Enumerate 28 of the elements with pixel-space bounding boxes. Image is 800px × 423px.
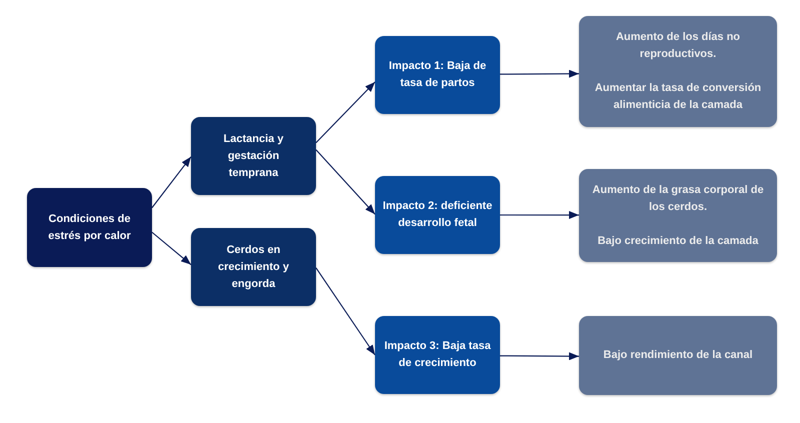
- process-box: [27, 188, 152, 267]
- arrow: [500, 70, 579, 78]
- box-text: Impacto 2: deficiente desarrollo fetal: [382, 199, 494, 231]
- box-text: Bajo crecimiento de la camada: [598, 234, 758, 248]
- box-text: Aumento de los días no reproductivos.: [614, 30, 742, 62]
- arrow: [500, 352, 579, 360]
- box-text: Cerdos en crecimiento y engorda: [217, 242, 290, 292]
- arrow: [152, 232, 192, 266]
- box-text: Impacto 3: Baja tasa de crecimiento: [383, 339, 492, 371]
- box-text: Aumento de la grasa corporal de los cerdos.: [591, 182, 765, 214]
- process-box: [579, 16, 777, 127]
- arrow: [316, 149, 376, 215]
- process-box: [375, 36, 500, 114]
- process-box: [579, 316, 777, 395]
- process-box: [375, 176, 500, 254]
- process-box: [579, 169, 777, 262]
- box-text: Condiciones de estrés por calor: [47, 212, 132, 244]
- box-text: Bajo rendimiento de la canal: [603, 348, 753, 363]
- arrow: [316, 267, 376, 356]
- arrow: [152, 156, 192, 208]
- box-text: Lactancia y gestación temprana: [222, 132, 284, 180]
- box-text: Aumentar la tasa de conversión alimenticia de la camada: [594, 81, 762, 113]
- process-box: [191, 117, 316, 195]
- arrow: [316, 82, 376, 144]
- arrow: [500, 211, 579, 220]
- process-box: [375, 316, 500, 394]
- box-text: Impacto 1: Baja de tasa de partos: [388, 59, 488, 91]
- process-box: [191, 228, 316, 306]
